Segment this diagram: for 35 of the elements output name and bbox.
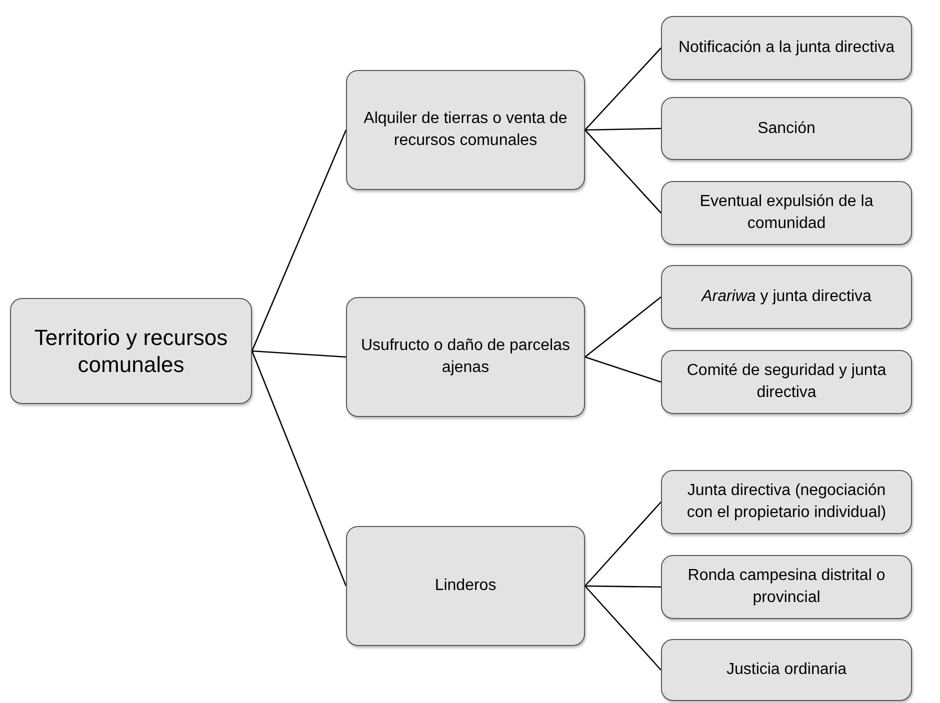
process-box bbox=[661, 350, 912, 414]
connector-line bbox=[584, 130, 662, 214]
connector-line bbox=[585, 585, 661, 588]
connector-line bbox=[584, 48, 662, 130]
connector-line bbox=[252, 350, 346, 358]
process-box bbox=[661, 97, 912, 160]
connector-line bbox=[584, 356, 662, 383]
box-label: Junta directiva (negociación con el propietario individual) bbox=[686, 481, 888, 523]
process-box bbox=[346, 70, 585, 190]
connector-line bbox=[584, 296, 662, 358]
box-label: Arariwa y junta directiva bbox=[702, 287, 872, 307]
process-box bbox=[661, 16, 912, 80]
box-label: Notificación a la junta directiva bbox=[678, 38, 895, 58]
process-box bbox=[661, 470, 912, 534]
process-box bbox=[346, 297, 585, 417]
box-label: Territorio y recursos comunales bbox=[33, 324, 229, 378]
process-box bbox=[661, 265, 912, 329]
connector-line bbox=[584, 128, 662, 131]
box-label: Justicia ordinaria bbox=[726, 660, 847, 680]
box-label: Eventual expulsión de la comunidad bbox=[698, 192, 874, 234]
box-label: Linderos bbox=[434, 576, 496, 596]
process-box bbox=[661, 555, 912, 619]
box-label: Alquiler de tierras o venta de recursos comunales bbox=[362, 109, 568, 151]
connector-line bbox=[251, 350, 347, 586]
process-box bbox=[10, 298, 252, 404]
connector-line bbox=[251, 130, 347, 352]
process-box bbox=[661, 639, 912, 701]
box-label: Comité de seguridad y junta directiva bbox=[686, 361, 888, 403]
box-label: Sanción bbox=[758, 118, 816, 138]
process-box bbox=[661, 181, 912, 245]
box-label: Usufructo o daño de parcelas ajenas bbox=[360, 336, 571, 378]
connector-line bbox=[584, 502, 662, 586]
connector-line bbox=[584, 586, 662, 670]
process-box bbox=[346, 526, 585, 646]
box-label: Ronda campesina distrital o provincial bbox=[686, 566, 886, 608]
